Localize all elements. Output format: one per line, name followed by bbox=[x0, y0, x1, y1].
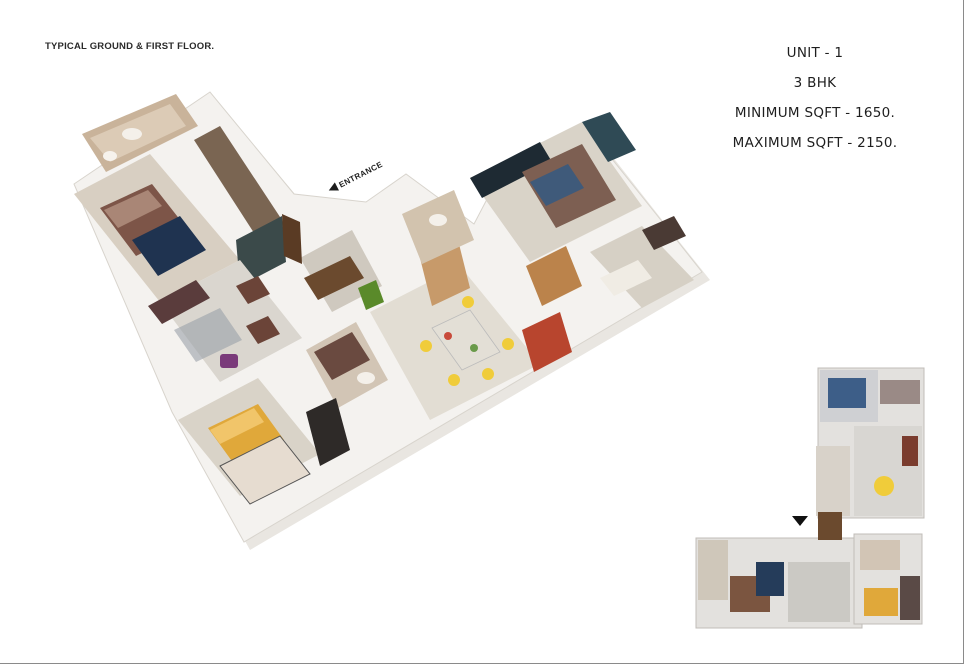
pouf bbox=[220, 354, 238, 368]
chair bbox=[482, 368, 494, 380]
rug-left bbox=[132, 216, 206, 276]
unit-type: 3 BHK bbox=[793, 75, 837, 91]
sofa-main bbox=[148, 280, 210, 324]
tv-unit bbox=[306, 398, 350, 466]
armchair bbox=[246, 316, 280, 344]
wardrobe bbox=[194, 126, 282, 236]
headboard-wall bbox=[470, 142, 552, 198]
unit-info-panel: UNIT - 1 3 BHK MINIMUM SQFT - 1650. MAXI… bbox=[695, 42, 935, 162]
key-plan bbox=[695, 367, 925, 629]
armchair bbox=[236, 276, 270, 304]
key-entrance-arrow-icon bbox=[792, 516, 808, 526]
key-bed-right bbox=[828, 378, 866, 408]
accent-wall bbox=[582, 112, 636, 162]
plant bbox=[358, 280, 384, 310]
kitchen-counter bbox=[600, 260, 652, 296]
isometric-floor-plan bbox=[73, 91, 710, 550]
unit-max-sqft: MAXIMUM SQFT - 2150. bbox=[732, 135, 898, 151]
kitchen-cabinet bbox=[642, 216, 686, 250]
wash-basin bbox=[122, 128, 142, 140]
chair bbox=[462, 296, 474, 308]
red-feature bbox=[522, 312, 572, 372]
bathroom-right bbox=[402, 190, 474, 264]
unit-name: UNIT - 1 bbox=[786, 45, 844, 61]
chair bbox=[420, 340, 432, 352]
chair bbox=[502, 338, 514, 350]
feature-wall bbox=[526, 246, 582, 306]
sliding-glass bbox=[236, 216, 286, 286]
rug-bottom bbox=[219, 435, 311, 505]
entrance-door bbox=[282, 214, 302, 264]
chair bbox=[448, 374, 460, 386]
dining-table bbox=[431, 309, 501, 371]
shoe-cabinet bbox=[304, 256, 364, 300]
toilet bbox=[103, 151, 117, 161]
floor-title: TYPICAL GROUND & FIRST FLOOR. bbox=[45, 41, 215, 52]
coffee-table-area bbox=[174, 308, 242, 362]
unit-min-sqft: MINIMUM SQFT - 1650. bbox=[734, 105, 896, 121]
key-bed-bottom bbox=[864, 588, 898, 616]
